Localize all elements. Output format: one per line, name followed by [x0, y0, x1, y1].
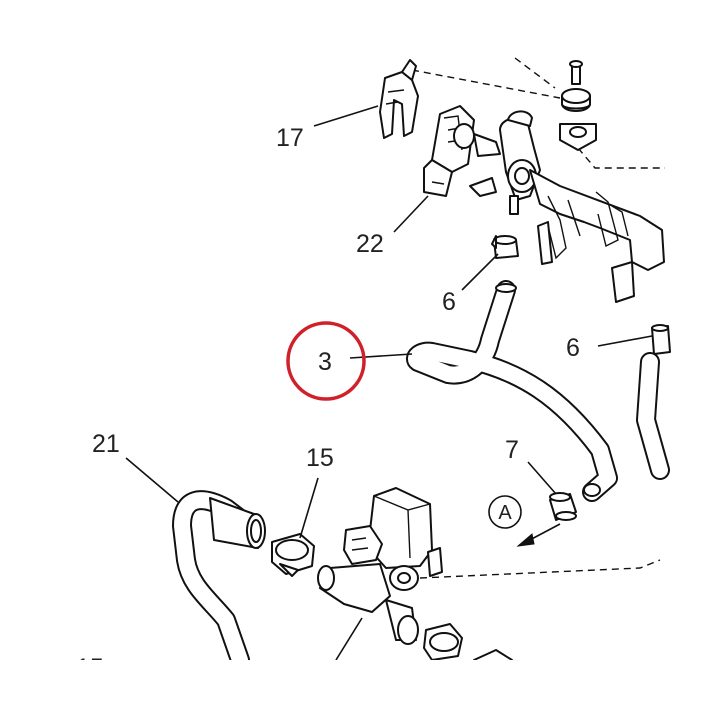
reference-lines	[411, 57, 665, 579]
callout-3: 3	[318, 348, 332, 376]
leader-21	[125, 457, 179, 503]
leader-lines	[125, 105, 653, 661]
leader-22	[393, 195, 429, 233]
callout-6-right: 6	[566, 334, 580, 362]
part-6-clamp-upper	[491, 235, 519, 259]
callout-6-upper: 6	[442, 288, 456, 316]
leader-3	[349, 353, 413, 359]
solenoid-valve	[317, 487, 443, 645]
view-a-label: A	[498, 502, 512, 524]
part-15-clamp	[271, 533, 315, 577]
bottom-crop	[0, 660, 720, 720]
part-7-clamp	[549, 492, 577, 521]
view-a-marker: A	[488, 495, 522, 529]
callout-7: 7	[505, 436, 519, 464]
leader-7	[527, 461, 557, 495]
part-6-clamp-right	[651, 324, 671, 355]
callout-17: 17	[276, 124, 304, 152]
part-21-hose	[172, 490, 266, 670]
leader-17	[313, 105, 379, 127]
upper-manifold	[469, 60, 665, 303]
part-3-hose	[406, 280, 618, 502]
right-hose	[636, 352, 670, 480]
callout-15: 15	[306, 444, 334, 472]
highlight-circle-part-3	[286, 321, 366, 401]
view-a-arrow	[516, 523, 561, 547]
leader-valve	[335, 617, 363, 661]
leader-6-right	[597, 335, 653, 347]
callout-22: 22	[356, 230, 384, 258]
callout-21: 21	[92, 430, 120, 458]
part-22-valve	[423, 105, 501, 197]
part-17-clip	[379, 59, 419, 139]
leader-15	[299, 477, 319, 539]
leader-6-upper	[461, 253, 499, 291]
